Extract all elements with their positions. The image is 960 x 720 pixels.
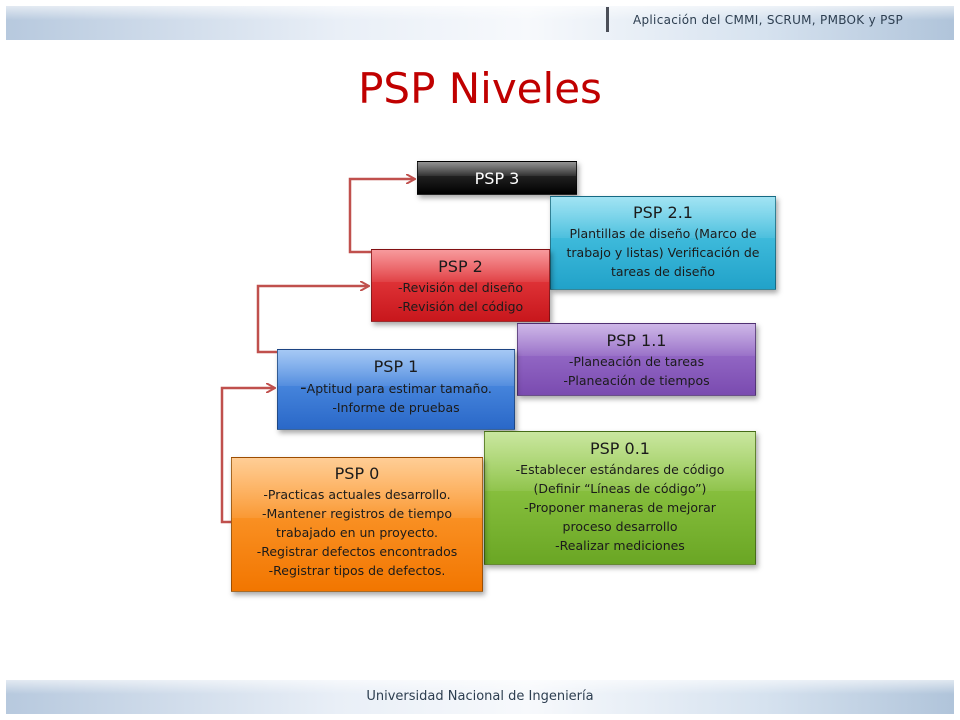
level-psp11-box: PSP 1.1 -Planeación de tareas -Planeació… <box>517 323 756 396</box>
level-psp21-line: trabajo y listas) Verificación de <box>566 245 760 260</box>
level-psp0-line: -Registrar tipos de defectos. <box>268 563 446 578</box>
level-psp1-line: -Aptitud para estimar tamaño. <box>278 378 514 398</box>
level-psp11-line: -Planeación de tiempos <box>563 373 710 388</box>
level-psp3-box: PSP 3 <box>417 161 577 195</box>
level-psp01-box: PSP 0.1 -Establecer estándares de código… <box>484 431 756 565</box>
footer-university: Universidad Nacional de Ingeniería <box>366 689 594 704</box>
arrow-psp2-to-psp3 <box>348 179 414 254</box>
level-psp2-title: PSP 2 <box>438 257 483 276</box>
level-psp1-box: PSP 1 -Aptitud para estimar tamaño. -Inf… <box>277 349 515 430</box>
level-psp2-line: -Revisión del diseño <box>398 280 523 295</box>
level-psp0-line: -Practicas actuales desarrollo. <box>263 487 451 502</box>
arrow-psp1-to-psp2 <box>256 286 368 354</box>
level-psp0-line: -Mantener registros de tiempo <box>262 506 452 521</box>
header-band <box>6 6 954 40</box>
level-psp3-title: PSP 3 <box>474 169 520 188</box>
level-psp2-box: PSP 2 -Revisión del diseño -Revisión del… <box>371 249 550 322</box>
level-psp01-line: -Proponer maneras de mejorar <box>524 500 716 515</box>
level-psp0-line: trabajado en un proyecto. <box>275 525 439 540</box>
level-psp21-line: Plantillas de diseño (Marco de <box>569 226 757 241</box>
level-psp01-line: (Definir “Líneas de código”) <box>533 481 707 496</box>
level-psp11-line: -Planeación de tareas <box>568 354 705 369</box>
level-psp1-dash: - <box>300 377 307 398</box>
arrow-psp0-to-psp1 <box>220 388 274 524</box>
level-psp01-line: -Realizar mediciones <box>555 538 685 553</box>
level-psp01-title: PSP 0.1 <box>590 439 650 458</box>
level-psp1-line: -Informe de pruebas <box>332 400 460 415</box>
header-course-title: Aplicación del CMMI, SCRUM, PMBOK y PSP <box>633 13 904 27</box>
slide-title: PSP Niveles <box>358 64 602 113</box>
level-psp0-box: PSP 0 -Practicas actuales desarrollo. -M… <box>231 457 483 592</box>
level-psp11-title: PSP 1.1 <box>606 331 667 350</box>
level-psp21-line: tareas de diseño <box>610 264 716 279</box>
level-psp0-line: -Registrar defectos encontrados <box>256 544 458 559</box>
level-psp1-line-text: Aptitud para estimar tamaño. <box>306 381 492 396</box>
level-psp21-title: PSP 2.1 <box>633 203 693 222</box>
header-separator <box>606 7 609 32</box>
level-psp0-title: PSP 0 <box>334 464 380 483</box>
level-psp21-box: PSP 2.1 Plantillas de diseño (Marco de t… <box>550 196 776 290</box>
level-psp01-line: -Establecer estándares de código <box>515 462 725 477</box>
level-psp1-title: PSP 1 <box>373 357 419 376</box>
footer-band <box>6 680 954 714</box>
level-psp2-line: -Revisión del código <box>397 299 524 314</box>
level-psp01-line: proceso desarrollo <box>562 519 678 534</box>
